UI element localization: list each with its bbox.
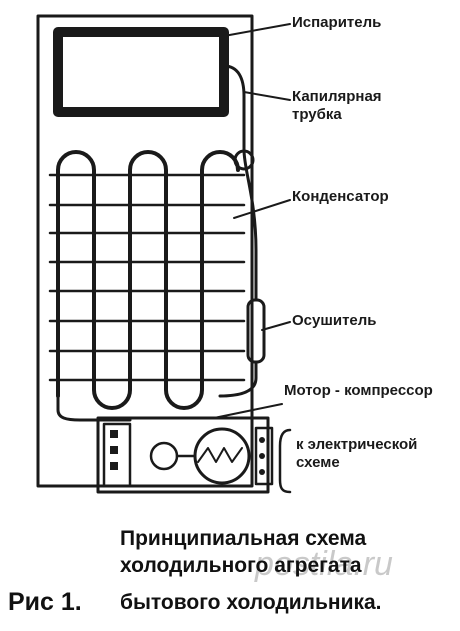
terminal-block xyxy=(254,426,274,486)
dryer xyxy=(246,298,266,364)
compressor-contacts xyxy=(110,430,265,475)
label-electric-1: к электрической xyxy=(296,436,418,453)
label-motor-compressor: Мотор - компрессор xyxy=(284,382,433,399)
label-electric-2: схеме xyxy=(296,454,340,471)
discharge-line xyxy=(56,394,132,422)
condenser-wires xyxy=(48,173,246,382)
panel-outline xyxy=(36,14,254,488)
compressor-base xyxy=(102,422,132,488)
condenser-coil xyxy=(56,150,240,410)
watermark: postila.ru xyxy=(255,545,393,583)
caption-line-1: Принципиальная схема xyxy=(120,527,367,550)
leader-lines xyxy=(213,23,291,419)
caption-line-2: холодильного агрегата xyxy=(120,554,362,577)
electric-bracket xyxy=(278,428,292,494)
label-evaporator: Испаритель xyxy=(292,14,382,31)
label-dryer: Осушитель xyxy=(292,312,377,329)
dryer-pipe xyxy=(218,360,258,398)
figure-number: Рис 1. xyxy=(8,588,82,616)
capillary-tube xyxy=(222,64,258,302)
label-capillary-tube-1: Капилярная xyxy=(292,88,382,105)
caption-line-3: бытового холодильника. xyxy=(120,591,382,614)
evaporator-box xyxy=(53,27,229,117)
label-condenser: Конденсатор xyxy=(292,188,389,205)
compressor-winding xyxy=(197,447,243,463)
compressor-housing xyxy=(96,416,270,494)
motor-rotor xyxy=(149,441,179,471)
label-capillary-tube-2: трубка xyxy=(292,106,342,123)
